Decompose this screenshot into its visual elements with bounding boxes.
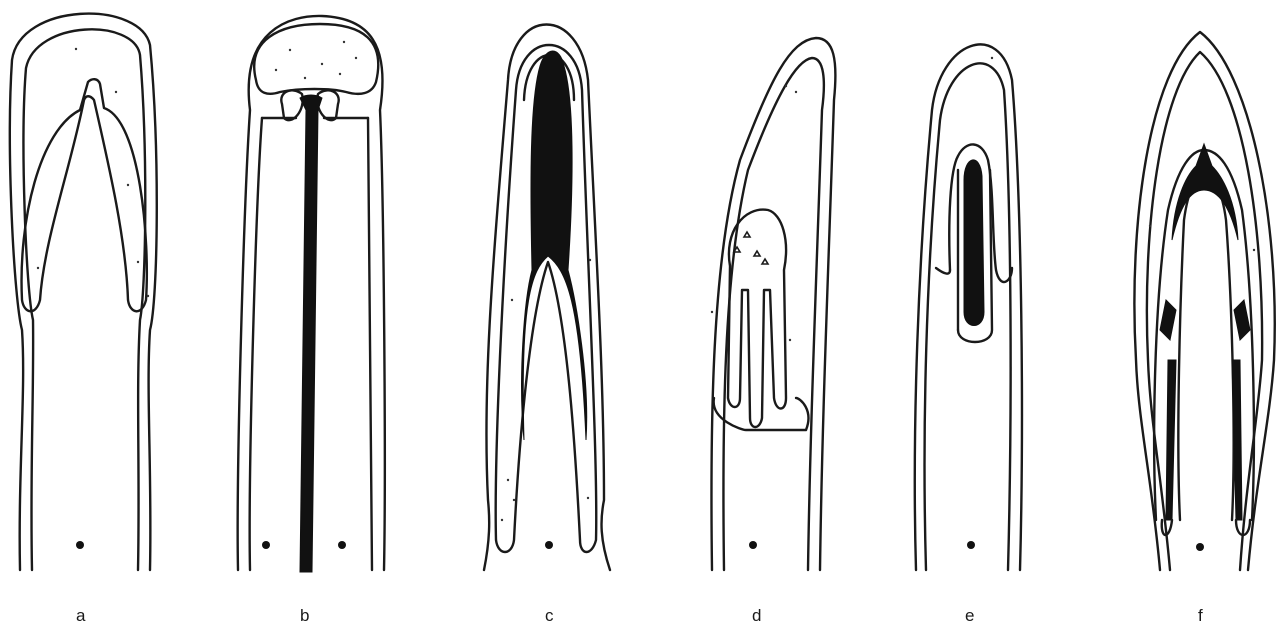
panel-a-dot-marker <box>76 541 84 549</box>
panel-e-drawing <box>915 44 1022 570</box>
panel-e-dot-marker <box>967 541 975 549</box>
panel-f-drawing <box>1134 32 1274 570</box>
panel-a-drawing <box>10 14 157 570</box>
panel-c-drawing <box>484 25 610 571</box>
panel-a-label: a <box>76 606 85 626</box>
panel-b-left-dot-marker <box>262 541 270 549</box>
panel-e-label: e <box>965 606 974 626</box>
panel-d-drawing <box>711 38 836 570</box>
panel-b-right-dot-marker <box>338 541 346 549</box>
panel-b-label: b <box>300 606 309 626</box>
panel-f-dot-marker <box>1196 543 1204 551</box>
panel-c-dot-marker <box>545 541 553 549</box>
panel-d-dot-marker <box>749 541 757 549</box>
panel-b-drawing <box>238 16 385 572</box>
panel-d-label: d <box>752 606 761 626</box>
panel-f-label: f <box>1198 606 1203 626</box>
panel-c-label: c <box>545 606 554 626</box>
